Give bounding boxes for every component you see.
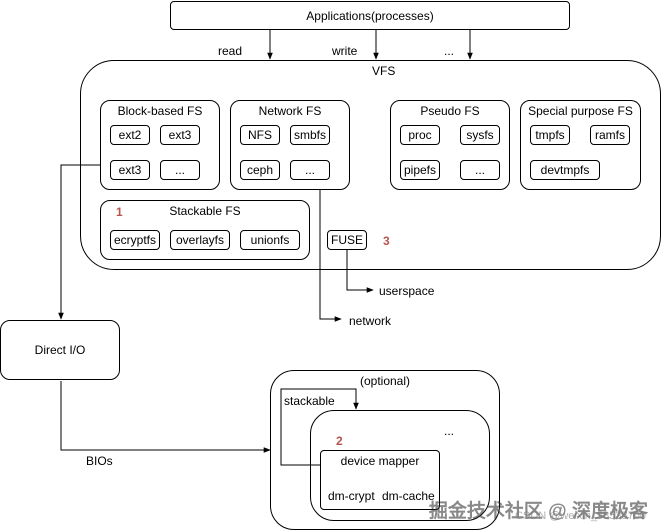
stackable-label: stackable [284, 394, 335, 408]
direct-io-box: Direct I/O [0, 320, 120, 380]
network-fs-item-smbfs: smbfs [290, 125, 330, 145]
block-fs-item-ext3-2: ext3 [110, 160, 150, 180]
block-fs-item-ext2: ext2 [110, 125, 150, 145]
dm-crypt-label: dm-crypt [328, 489, 375, 503]
stackable-fs-item-ecryptfs: ecryptfs [110, 230, 160, 250]
block-layer-box [310, 410, 490, 521]
special-fs-item-devtmpfs: devtmpfs [530, 160, 600, 180]
userspace-label: userspace [379, 284, 435, 298]
network-fs-title: Network FS [258, 104, 322, 118]
pseudo-fs-item-more: ... [460, 160, 500, 180]
write-label: write [332, 44, 358, 58]
network-label: network [349, 314, 392, 328]
vfs-box [80, 60, 661, 270]
network-fs-item-more: ... [290, 160, 330, 180]
pseudo-fs-title: Pseudo FS [420, 104, 480, 118]
vfs-to-direct-io-arrow [58, 164, 100, 320]
dm-cache-label: dm-cache [382, 489, 435, 503]
special-fs-item-tmpfs: tmpfs [530, 125, 570, 145]
special-fs-title: Special purpose FS [528, 104, 633, 118]
watermark-main: 掘金技术社区 @ 深度极客 [428, 501, 648, 522]
watermark-sub: CSDN @weixin_38538700 [514, 510, 646, 522]
stackable-fs-number: 1 [116, 205, 123, 219]
stackable-fs-item-unionfs: unionfs [240, 230, 300, 250]
read-label: read [218, 44, 243, 58]
block-fs-item-more: ... [160, 160, 200, 180]
optional-label: (optional) [359, 374, 411, 388]
block-fs-title: Block-based FS [117, 104, 203, 118]
stackable-fs-title: Stackable FS [169, 204, 241, 218]
device-mapper-box [320, 450, 440, 510]
more-calls-label: ... [444, 44, 455, 58]
device-mapper-number: 2 [336, 434, 343, 448]
stackable-fs-item-overlayfs: overlayfs [170, 230, 230, 250]
applications-label: Applications(processes) [306, 8, 434, 23]
block-layer-more-label: ... [444, 424, 455, 438]
pseudo-fs-item-proc: proc [400, 125, 440, 145]
optional-box [270, 370, 500, 530]
bios-label: BIOs [86, 454, 113, 468]
direct-io-label: Direct I/O [34, 343, 86, 357]
network-fs-item-nfs: NFS [240, 125, 280, 145]
applications-box: Applications(processes) [170, 1, 570, 30]
vfs-label: VFS [372, 64, 396, 78]
fuse-to-userspace-arrow [346, 250, 374, 293]
block-fs-item-ext3: ext3 [160, 125, 200, 145]
device-mapper-title: device mapper [340, 454, 420, 468]
fuse-box: FUSE [327, 230, 367, 250]
direct-io-to-block-arrow [60, 381, 271, 453]
pseudo-fs-item-pipefs: pipefs [400, 160, 440, 180]
fuse-number: 3 [383, 234, 390, 248]
special-fs-item-ramfs: ramfs [590, 125, 630, 145]
pseudo-fs-item-sysfs: sysfs [460, 125, 500, 145]
network-fs-to-network-arrow [319, 190, 342, 322]
network-fs-item-ceph: ceph [240, 160, 280, 180]
